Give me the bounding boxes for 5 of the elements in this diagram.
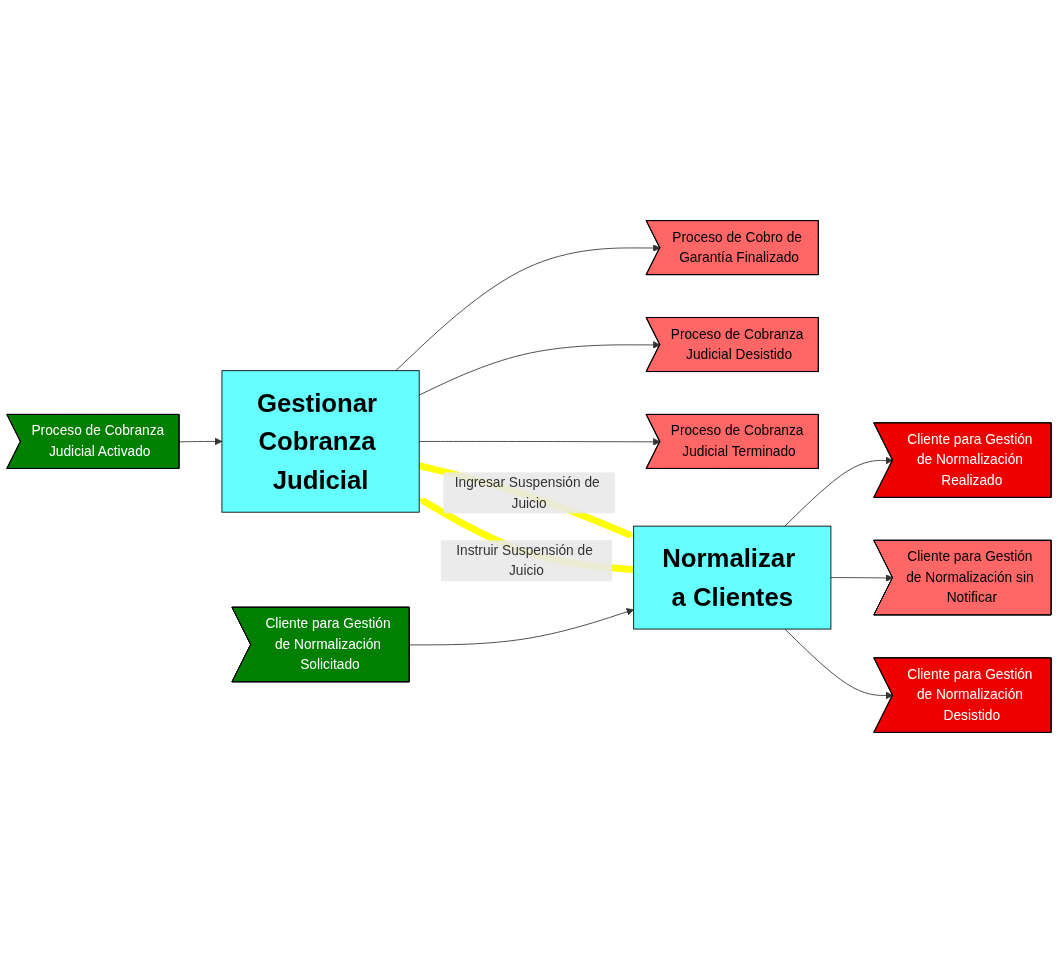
edge-label: Instruir Suspensión de Juicio (456, 542, 593, 579)
node-box: Normalizar a Clientes (633, 525, 832, 630)
arrow (418, 462, 634, 539)
edge-label: Ingresar Suspensión de Juicio (454, 474, 600, 511)
node-box: Gestionar Cobranza Judicial (221, 370, 420, 513)
